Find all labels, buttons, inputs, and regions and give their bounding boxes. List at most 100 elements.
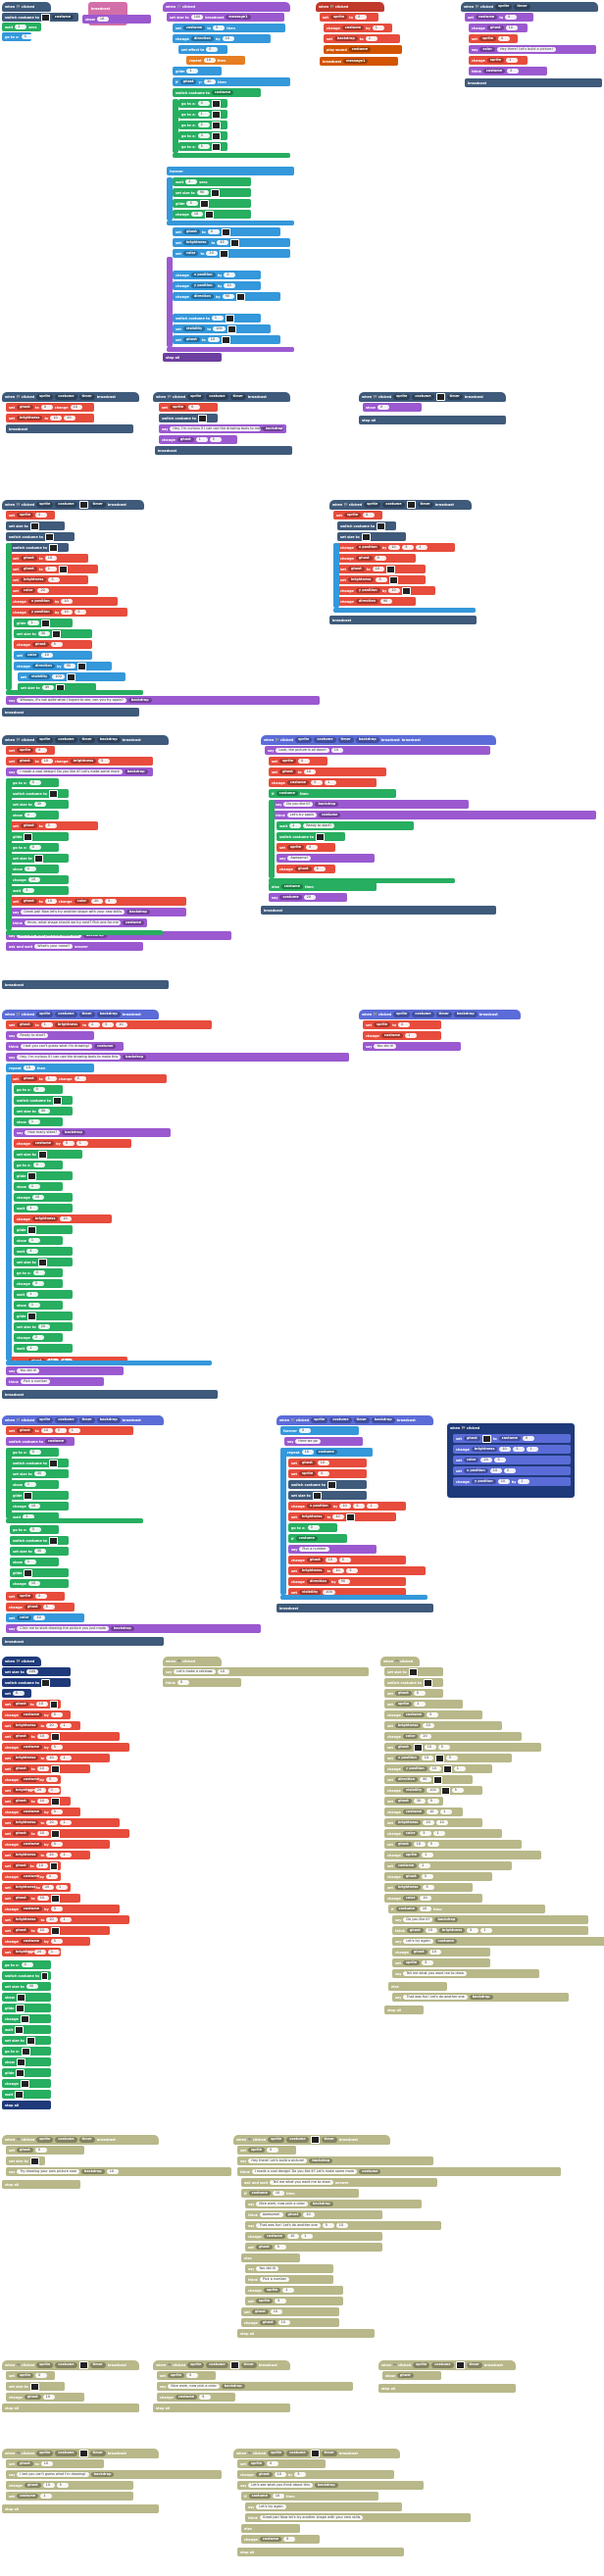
number-slot[interactable]: 10 (36, 1733, 49, 1740)
number-slot[interactable]: 5 (318, 1470, 330, 1477)
text-slot[interactable]: Pick a number (20, 1378, 51, 1385)
text-slot[interactable]: Hey, I'm curious if I can use the drawin… (17, 1054, 122, 1061)
switch-costume-block[interactable]: switch costume to (6, 532, 75, 541)
dropdown-slot[interactable]: ghost (347, 566, 365, 572)
number-slot[interactable]: 5 (56, 2482, 69, 2489)
dropdown-slot[interactable]: sprite (298, 1470, 317, 1477)
dropdown-slot[interactable]: costume (20, 1808, 43, 1815)
number-slot[interactable]: 5 (50, 1711, 63, 1718)
dropdown-slot[interactable]: costume (55, 1417, 77, 1423)
dropdown-slot[interactable]: sprite (16, 512, 34, 519)
dropdown-slot[interactable]: sprite (36, 1417, 54, 1423)
dropdown-slot[interactable]: costume (475, 14, 498, 21)
number-slot[interactable]: 0 (32, 1269, 45, 1276)
number-slot[interactable]: 5 (294, 2471, 307, 2478)
text-slot[interactable]: You did it! (17, 1367, 40, 1374)
number-slot[interactable]: 90 (196, 189, 209, 196)
when-flag-hat-block[interactable]: when 🏁 clicked (163, 1657, 222, 1666)
dropdown-slot[interactable]: backdrop (262, 425, 283, 432)
number-slot[interactable]: 20 (420, 1733, 432, 1740)
switch-costume-block[interactable]: switch costume to (288, 1480, 367, 1489)
switch-costume-block[interactable]: switch costume to (14, 1096, 73, 1105)
number-slot[interactable]: 10 (27, 876, 40, 883)
dropdown-slot[interactable]: sprite (36, 2137, 54, 2143)
number-slot[interactable]: 5 (176, 1679, 189, 1686)
dropdown-slot[interactable]: direction (394, 1776, 419, 1783)
dropdown-slot[interactable]: costume (276, 790, 298, 797)
number-slot[interactable]: 1 (416, 544, 428, 551)
number-slot[interactable]: 0 (306, 844, 319, 851)
number-slot[interactable]: 0 (498, 35, 511, 42)
number-slot[interactable]: 2 (365, 35, 378, 42)
number-slot[interactable]: 1 (26, 1291, 39, 1298)
dropdown-slot[interactable]: ghost (284, 2211, 302, 2218)
number-slot[interactable]: 10 (272, 2493, 284, 2500)
broadcast-block[interactable]: broadcast (261, 906, 496, 915)
number-slot[interactable]: 5 (48, 576, 61, 583)
stop-all-block[interactable]: stop all (153, 2403, 290, 2412)
number-slot[interactable]: 20 (206, 250, 219, 257)
dropdown-slot[interactable]: ghost (251, 2308, 269, 2315)
number-slot[interactable]: 5 (50, 1938, 63, 1945)
number-slot[interactable]: 10 (27, 1580, 40, 1587)
text-slot[interactable]: I made a cool design! Do you like it? Le… (17, 768, 123, 775)
text-slot[interactable]: Hmm, what shape should we try next? Pick… (24, 919, 121, 926)
broadcast-block[interactable]: broadcast (329, 616, 477, 624)
dropdown-slot[interactable]: sprite (187, 394, 205, 400)
show-block[interactable]: show (2, 2057, 51, 2066)
dropdown-slot[interactable]: backdrop (309, 2157, 333, 2164)
dropdown-slot[interactable]: sprite (255, 2298, 274, 2304)
number-slot[interactable]: 1 (433, 1830, 446, 1837)
dropdown-slot[interactable]: timer (78, 2137, 95, 2143)
dropdown-slot[interactable]: backdrop (126, 909, 150, 916)
dropdown-slot[interactable]: color (182, 250, 199, 257)
text-slot[interactable]: Nice work, now pick a color (168, 2383, 220, 2390)
number-slot[interactable]: 90 (420, 1776, 432, 1783)
dropdown-slot[interactable]: backdrop (221, 2383, 245, 2390)
broadcast-block[interactable]: broadcast (6, 424, 133, 433)
dropdown-slot[interactable]: sprite (402, 1959, 421, 1966)
dropdown-slot[interactable]: brightness (394, 1819, 422, 1826)
set-size-block[interactable]: set size to (6, 521, 65, 530)
number-slot[interactable]: 1 (527, 1446, 539, 1453)
number-slot[interactable]: 1 (440, 1808, 453, 1815)
dropdown-slot[interactable]: timer (321, 2451, 337, 2456)
number-slot[interactable]: 0 (197, 100, 210, 107)
number-slot[interactable]: 20 (46, 1852, 59, 1858)
text-slot[interactable]: Hey there! Let's build a picture! (496, 46, 556, 53)
number-slot[interactable]: 10 (421, 1755, 433, 1761)
